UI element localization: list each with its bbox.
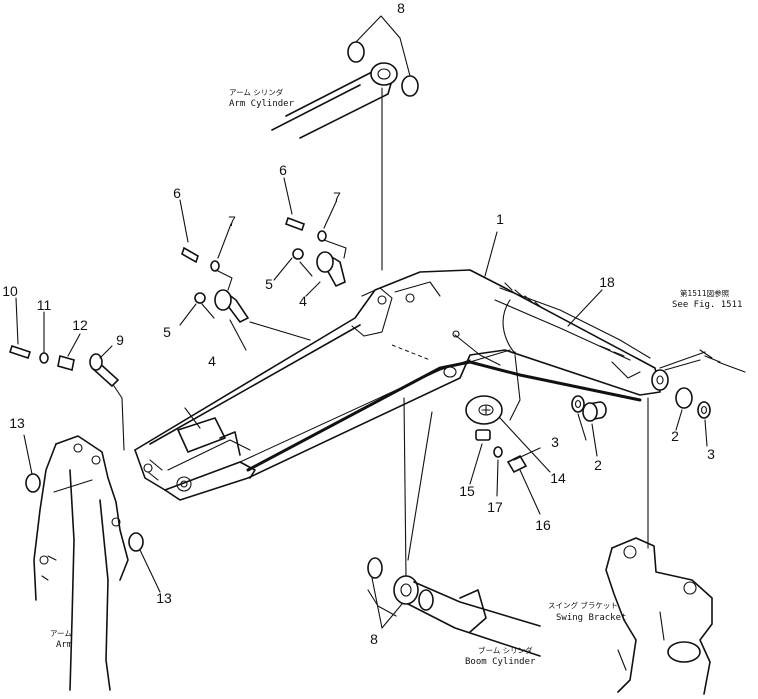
- callout-8-bottom: 8: [370, 631, 378, 647]
- part-3-seal-right: [697, 401, 711, 419]
- callout-3-right: 3: [707, 446, 715, 462]
- boom-cylinder-label-jp: ブーム シリンダ: [478, 645, 533, 655]
- hydraulic-lines: [452, 299, 746, 421]
- arm-cylinder: [271, 15, 419, 271]
- arm: [33, 397, 129, 691]
- part-11-washer: [39, 352, 49, 364]
- callout-9: 9: [116, 332, 124, 348]
- arm-label: Arm: [56, 640, 72, 650]
- part-13-washer-left: [25, 473, 41, 493]
- text-labels: アーム シリンダ Arm Cylinder ブーム シリンダ Boom Cyli…: [50, 87, 742, 667]
- part-13-washer-right: [128, 532, 144, 552]
- parts: [8, 216, 711, 552]
- arm-cylinder-washer-right: [401, 75, 419, 97]
- part-15-fitting: [475, 429, 491, 441]
- swing-bracket: [605, 397, 713, 695]
- callout-1: 1: [496, 211, 504, 227]
- callout-13-left: 13: [9, 415, 25, 431]
- callout-16: 16: [535, 517, 551, 533]
- callout-2-right: 2: [671, 428, 679, 444]
- leader-lines: [15, 177, 708, 629]
- callout-5-upper: 5: [265, 276, 273, 292]
- callout-6-upper: 6: [279, 162, 287, 178]
- part-7-washer-lower: [210, 260, 220, 272]
- part-5-bolt-lower: [194, 292, 206, 304]
- part-16-bolt: [506, 454, 528, 474]
- callout-4-upper: 4: [299, 293, 307, 309]
- callout-17: 17: [487, 499, 503, 515]
- arm-cylinder-label-jp: アーム シリンダ: [229, 87, 284, 97]
- arm-cylinder-washer-left: [347, 41, 365, 63]
- boom-cylinder: [367, 397, 541, 657]
- swing-bracket-label: Swing Bracket: [556, 613, 626, 623]
- callout-3-left: 3: [551, 434, 559, 450]
- part-7-washer-upper: [317, 230, 327, 242]
- callout-numbers: 1 2 2 3 3 4 4 5 5 6 6 7 7 8 8 9 10 11 12…: [2, 0, 715, 647]
- part-6-bolt-lower: [181, 246, 199, 264]
- callout-6-lower: 6: [173, 185, 181, 201]
- part-2-bushing-right: [675, 387, 693, 409]
- boom: [134, 269, 669, 501]
- part-3-seal-left: [571, 395, 585, 413]
- part-12-plate: [57, 354, 75, 372]
- callout-14: 14: [550, 470, 566, 486]
- callout-4-lower: 4: [208, 353, 216, 369]
- part-17-washer: [493, 446, 503, 458]
- callout-7-upper: 7: [333, 189, 341, 205]
- part-2-bushing-left: [582, 402, 598, 422]
- callout-12: 12: [72, 317, 88, 333]
- part-5-bolt-upper: [292, 248, 304, 260]
- boom-cylinder-label: Boom Cylinder: [465, 657, 536, 667]
- see-fig-label: See Fig. 1511: [672, 300, 742, 310]
- callout-18: 18: [599, 274, 615, 290]
- callout-7-lower: 7: [228, 213, 236, 229]
- arm-cylinder-label: Arm Cylinder: [229, 99, 295, 109]
- callout-11: 11: [37, 297, 52, 313]
- part-10-bolt: [8, 344, 32, 360]
- callout-13-right: 13: [156, 590, 172, 606]
- callout-5-lower: 5: [163, 324, 171, 340]
- callout-15: 15: [459, 483, 475, 499]
- callout-2-left: 2: [594, 457, 602, 473]
- callout-8-top: 8: [397, 0, 405, 16]
- callout-10: 10: [2, 283, 18, 299]
- arm-label-jp: アーム: [50, 629, 72, 638]
- part-6-bolt-upper: [284, 216, 306, 232]
- swing-bracket-label-jp: スイング ブラケット: [548, 600, 618, 610]
- see-fig-label-jp: 第1511図参照: [680, 288, 730, 298]
